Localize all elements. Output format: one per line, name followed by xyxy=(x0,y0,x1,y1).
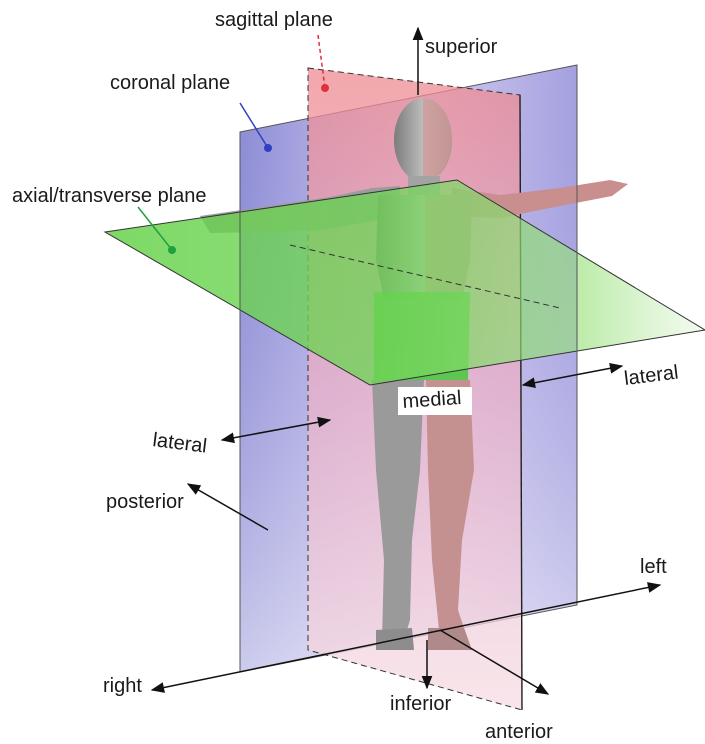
medial-label: medial xyxy=(402,387,462,413)
superior-label: superior xyxy=(425,36,498,58)
posterior-label: posterior xyxy=(106,491,184,513)
left-label: left xyxy=(640,556,667,578)
lateral-left-label: lateral xyxy=(151,429,208,457)
right-label: right xyxy=(103,675,142,697)
lateral-right-label: lateral xyxy=(623,361,680,389)
coronal-plane-label: coronal plane xyxy=(110,72,230,94)
anterior-label: anterior xyxy=(485,721,553,743)
inferior-label: inferior xyxy=(390,693,451,715)
axial-plane-label: axial/transverse plane xyxy=(12,185,207,207)
sagittal-plane-label: sagittal plane xyxy=(215,9,333,31)
axial-plane xyxy=(105,180,705,385)
